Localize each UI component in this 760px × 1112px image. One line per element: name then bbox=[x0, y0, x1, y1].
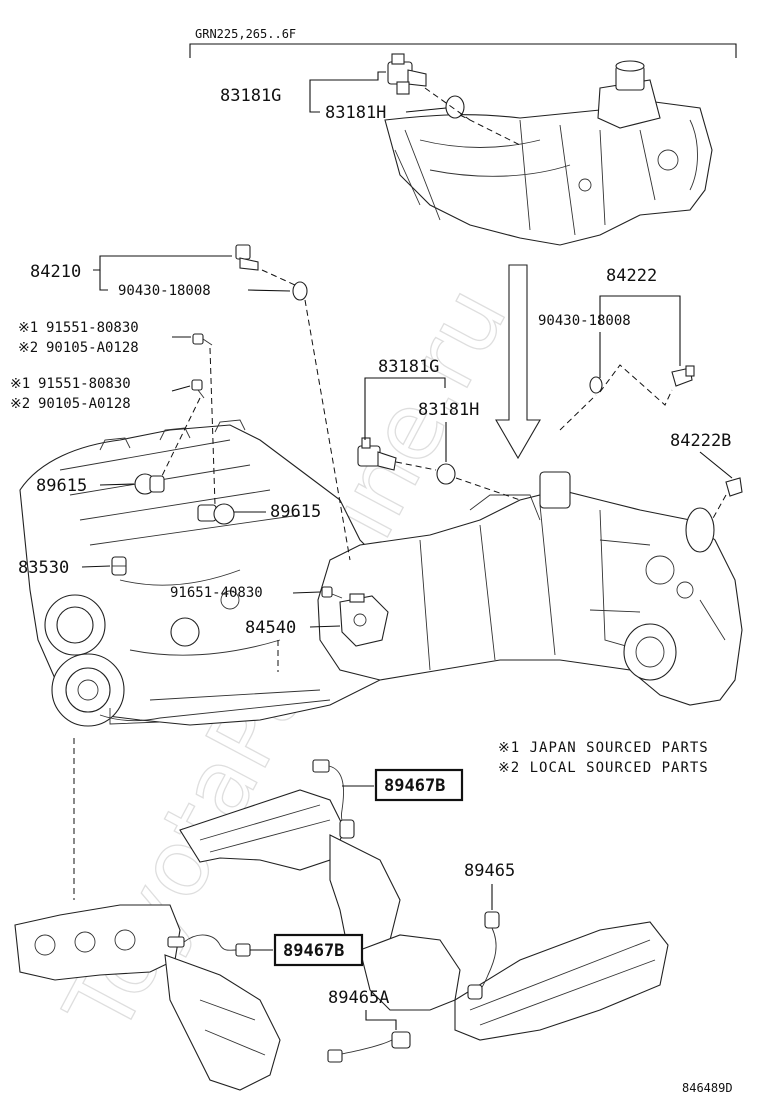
bolt-91651 bbox=[321, 586, 343, 599]
leader-84222b bbox=[699, 451, 733, 479]
leader-89615-left bbox=[99, 483, 135, 486]
bolt-91551-upper bbox=[192, 333, 213, 346]
assembly-arrow bbox=[495, 264, 541, 460]
callout-90105-upper: 90105-A0128 bbox=[46, 340, 139, 356]
leader-91551-lower bbox=[171, 385, 191, 392]
leader-83181g-mid bbox=[364, 377, 446, 440]
callout-89467b-upper: 89467B bbox=[384, 776, 445, 796]
callout-91651: 91651-40830 bbox=[170, 585, 263, 601]
leader-91651 bbox=[292, 591, 321, 594]
gasket-90430-left bbox=[292, 281, 308, 301]
leader-84210-bracket bbox=[99, 270, 108, 291]
oxygen-sensor-89465a bbox=[327, 1031, 411, 1063]
switch-83181g-mid bbox=[357, 437, 397, 471]
sensor-89615-right bbox=[197, 503, 235, 525]
transmission-drawing bbox=[317, 471, 743, 706]
callout-89467b-lower: 89467B bbox=[283, 941, 344, 961]
callout-91551-upper: 91551-80830 bbox=[46, 320, 139, 336]
bolt-91551-lower bbox=[191, 379, 205, 399]
callout-83181g-top: 83181G bbox=[220, 86, 281, 106]
callout-84222: 84222 bbox=[606, 266, 657, 286]
header-bracket bbox=[189, 43, 737, 58]
callout-84210: 84210 bbox=[30, 262, 81, 282]
leader-90430-left bbox=[247, 289, 291, 292]
callout-84540: 84540 bbox=[245, 618, 296, 638]
switch-84210 bbox=[235, 244, 259, 271]
callout-90430-right: 90430-18008 bbox=[538, 313, 631, 329]
callout-83181g-mid: 83181G bbox=[378, 357, 439, 377]
switch-84222 bbox=[671, 365, 695, 387]
callout-90430-left: 90430-18008 bbox=[118, 283, 211, 299]
callout-83181h-top: 83181H bbox=[325, 103, 386, 123]
switch-83181g-top bbox=[387, 53, 427, 95]
callout-89615-right: 89615 bbox=[270, 502, 321, 522]
callout-84222b: 84222B bbox=[670, 431, 731, 451]
box-89467b-upper bbox=[374, 768, 464, 802]
dashed-guide-83181-mid bbox=[395, 461, 521, 501]
leader-83181-bracket bbox=[309, 95, 320, 113]
exhaust-pipe-center bbox=[359, 934, 461, 1011]
switch-84222b bbox=[725, 477, 743, 497]
callout-89465: 89465 bbox=[464, 861, 515, 881]
engine-drawing bbox=[19, 419, 421, 727]
mark-91551-lower: ※1 bbox=[10, 376, 30, 392]
mark-90105-upper: ※2 bbox=[18, 340, 38, 356]
dashed-guide-84222 bbox=[559, 364, 673, 431]
leader-83181g-top bbox=[309, 71, 386, 95]
leader-84222 bbox=[599, 295, 681, 366]
callout-89615-left: 89615 bbox=[36, 476, 87, 496]
oxygen-sensor-89467b-lower bbox=[167, 934, 251, 957]
note-local-sourced: ※2 LOCAL SOURCED PARTS bbox=[498, 760, 709, 776]
model-range-label: GRN225,265..6F bbox=[195, 27, 296, 41]
gasket-83181h-mid bbox=[436, 463, 456, 485]
leader-83181h-top bbox=[405, 107, 447, 113]
mark-91551-upper: ※1 bbox=[18, 320, 38, 336]
exhaust-pipe-upper bbox=[179, 789, 401, 961]
note-japan-sourced: ※1 JAPAN SOURCED PARTS bbox=[498, 740, 709, 756]
gasket-90430-right bbox=[589, 376, 603, 394]
sensor-89615-left bbox=[134, 473, 165, 495]
leader-89465a bbox=[365, 1010, 397, 1030]
exhaust-manifold-left bbox=[14, 904, 281, 1091]
sender-83530 bbox=[111, 556, 127, 576]
dashed-guide-84210 bbox=[261, 269, 351, 561]
box-89467b-lower bbox=[273, 933, 364, 967]
transfer-case-top-drawing bbox=[384, 60, 713, 246]
callout-90105-lower: 90105-A0128 bbox=[38, 396, 131, 412]
leader-84540 bbox=[309, 625, 341, 628]
gasket-83181h-top bbox=[445, 95, 465, 119]
oxygen-sensor-89465 bbox=[467, 911, 500, 1000]
callout-83530: 83530 bbox=[18, 558, 69, 578]
callout-89465a: 89465A bbox=[328, 988, 389, 1008]
dashed-guide-84222b bbox=[711, 494, 727, 521]
dashed-guide-top bbox=[424, 87, 521, 146]
dashed-guide-bolts bbox=[159, 347, 216, 506]
catalytic-converter-right bbox=[454, 921, 669, 1041]
switch-84540 bbox=[339, 593, 389, 647]
callout-91551-lower: 91551-80830 bbox=[38, 376, 131, 392]
mark-90105-lower: ※2 bbox=[10, 396, 30, 412]
callout-83181h-mid: 83181H bbox=[418, 400, 479, 420]
oxygen-sensor-89467b-upper bbox=[312, 759, 355, 839]
dashed-guide-engine bbox=[73, 640, 279, 900]
leader-83530 bbox=[81, 565, 111, 568]
figure-id: 846489D bbox=[682, 1081, 733, 1095]
leader-84210 bbox=[93, 255, 232, 271]
